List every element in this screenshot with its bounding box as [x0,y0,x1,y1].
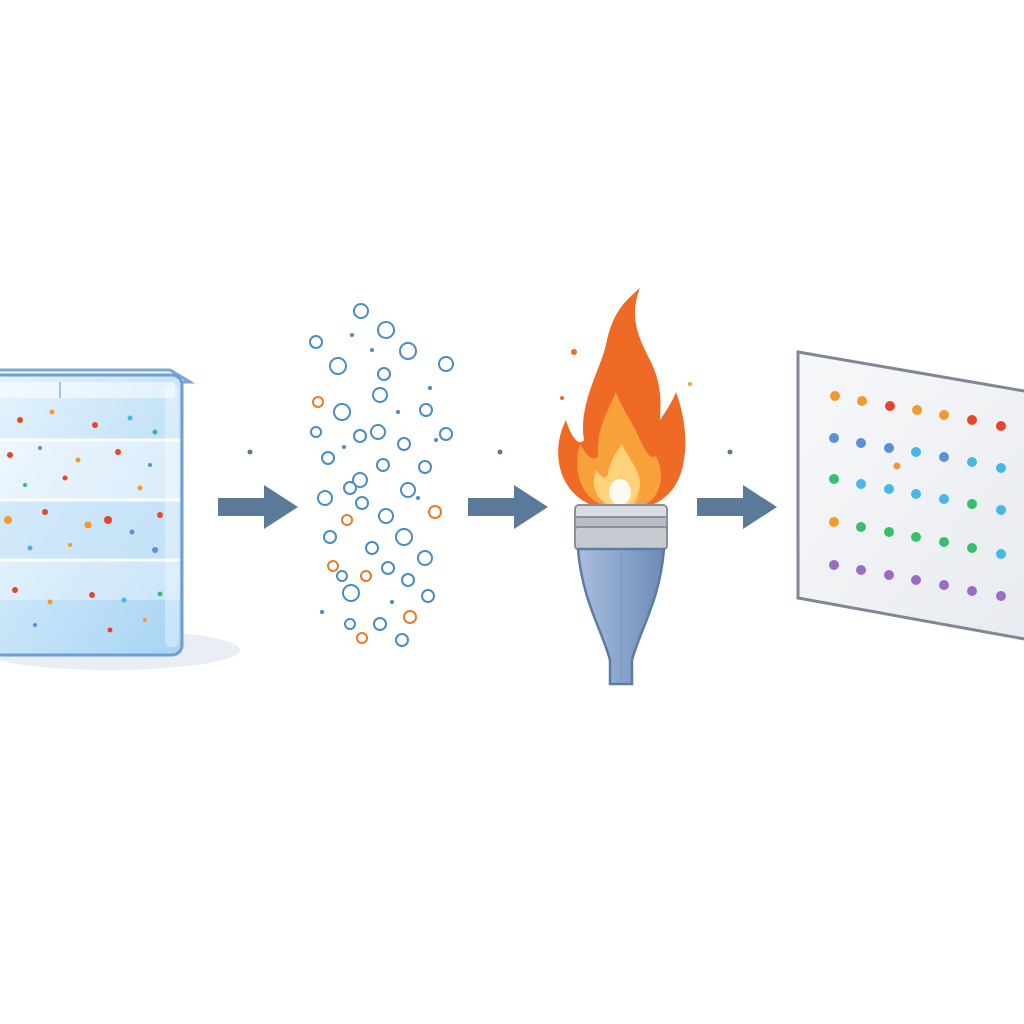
arrow-right-icon [468,449,548,529]
panel-dot-grid [829,391,1006,601]
arrow-right-icon [697,449,777,529]
ice-particles [4,409,163,633]
flame-torch-icon [558,288,692,686]
arrow-right-icon [218,449,298,529]
layered-ice-block-icon [0,368,240,670]
bubbles-icon [309,303,454,647]
dot-grid-panel-icon [796,350,1024,641]
